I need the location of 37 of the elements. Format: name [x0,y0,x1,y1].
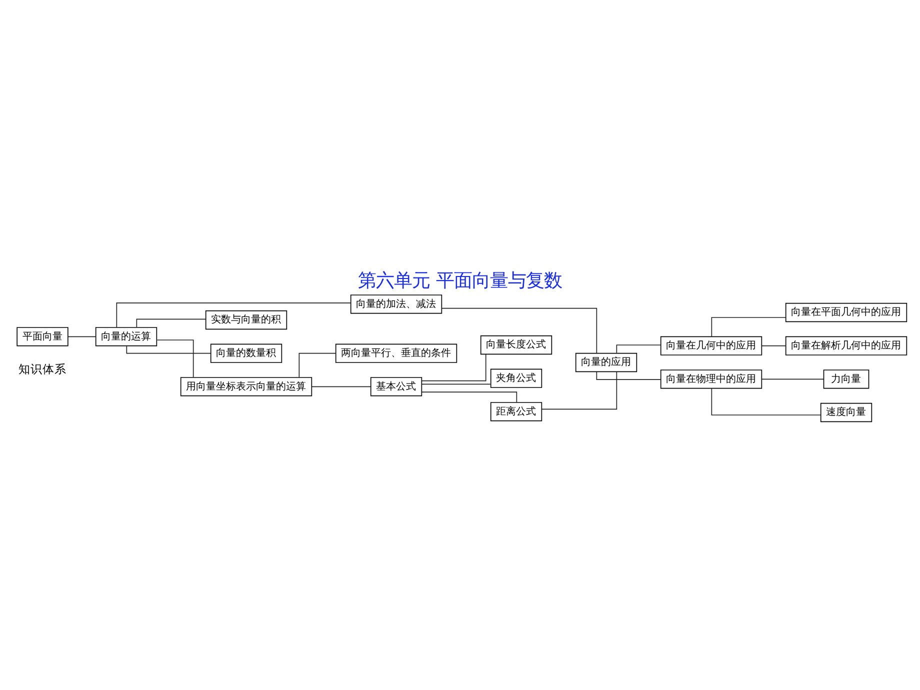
connector [761,378,824,380]
connector [711,388,822,416]
node-box: 用向量坐标表示向量的运算 [180,377,312,396]
node-box: 基本公式 [370,377,422,396]
node-box: 实数与向量的积 [205,310,288,330]
connector [298,352,336,378]
connector [116,302,352,328]
node-box: 向量在几何中的应用 [660,336,762,356]
connector [616,344,662,354]
connector [441,308,598,354]
connector [541,371,618,410]
node-box: 向量长度公式 [480,335,552,355]
connector [761,345,786,346]
connector [311,386,372,388]
connector [596,371,662,380]
connector [68,336,96,338]
diagram-title: 第六单元 平面向量与复数 [358,270,562,292]
connector [421,384,491,385]
connector [136,318,206,328]
node-box: 向量的数量积 [210,344,282,363]
node-box: 距离公式 [490,402,542,422]
node-box: 向量的应用 [575,352,638,372]
node-box: 夹角公式 [490,368,542,388]
node-box: 力向量 [823,370,870,389]
label: 知识体系 [18,362,66,376]
node-box: 向量的加法、减法 [350,294,442,314]
node-box: 向量在平面几何中的应用 [785,302,908,322]
connector [421,354,486,382]
node-box: 向量在解析几何中的应用 [785,336,908,356]
node-box: 速度向量 [820,402,872,422]
node-box: 向量的运算 [95,327,158,346]
node-box: 向量在物理中的应用 [660,370,762,389]
connector [711,317,786,337]
connector [156,340,194,378]
node-box: 两向量平行、垂直的条件 [335,344,458,363]
node-box: 平面向量 [16,327,68,346]
connector [126,346,212,354]
